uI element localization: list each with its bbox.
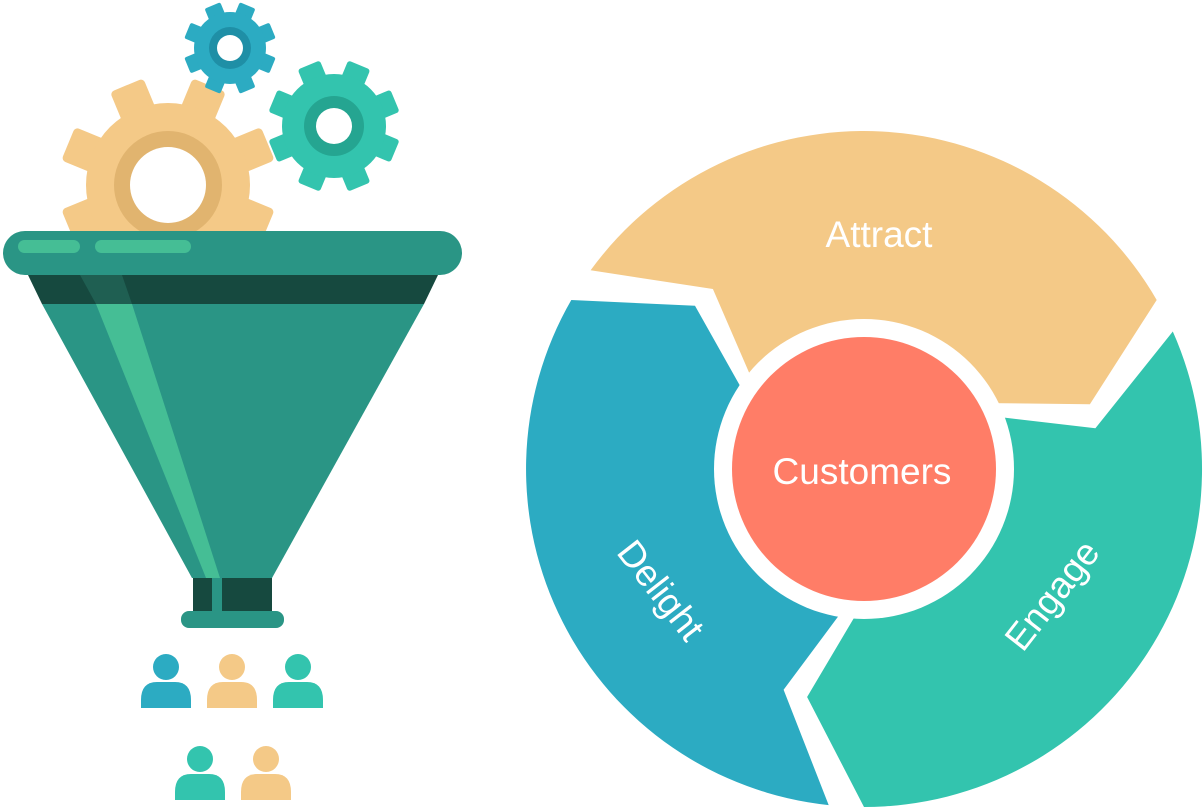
flywheel-segment-attract xyxy=(590,131,1157,405)
funnel-stripe xyxy=(96,304,220,578)
flywheel-center-label: Customers xyxy=(773,451,952,492)
funnel-spout-stripe xyxy=(212,578,222,611)
person-icon xyxy=(241,746,291,800)
flywheel-center xyxy=(732,337,996,601)
funnel-stripe-band xyxy=(80,275,132,304)
flywheel-segment-delight xyxy=(526,300,851,806)
gear-icon xyxy=(184,2,276,94)
people-group xyxy=(141,654,323,800)
funnel-rim-highlight xyxy=(18,240,80,253)
gear-icon xyxy=(269,61,399,191)
flywheel-segment-label-attract: Attract xyxy=(826,214,934,255)
funnel-cone xyxy=(42,304,424,578)
flywheel: Customers Attract Engage Delight xyxy=(526,131,1203,807)
funnel-rim-highlight xyxy=(95,240,191,253)
person-icon xyxy=(141,654,191,708)
funnel-spout-base xyxy=(181,611,284,628)
person-icon xyxy=(273,654,323,708)
person-icon xyxy=(175,746,225,800)
flywheel-segment-engage xyxy=(807,331,1203,807)
funnel-spout xyxy=(193,578,272,611)
funnel-icon xyxy=(3,231,462,628)
person-icon xyxy=(207,654,257,708)
funnel-band xyxy=(28,275,438,304)
